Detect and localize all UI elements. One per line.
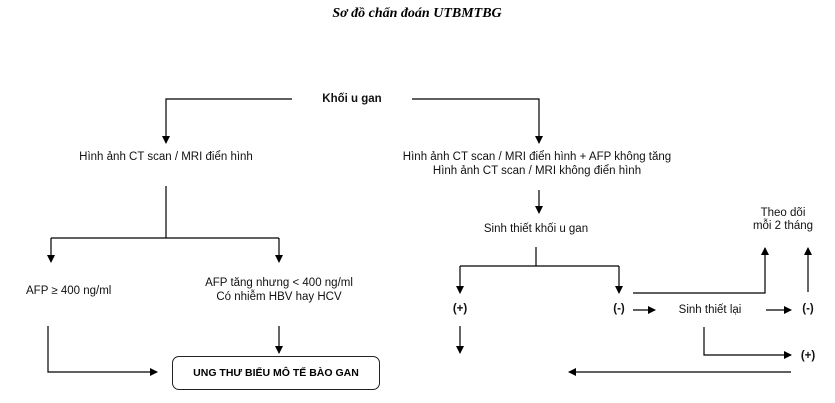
node-rebiopsy: Sinh thiết lại (678, 304, 742, 316)
node-biopsy: Sinh thiết khối u gan (483, 223, 589, 235)
rebiopsy-to-positive-arrow (703, 327, 792, 359)
node-atypical-imaging-line1: Hình ảnh CT scan / MRI điển hình + AFP k… (402, 151, 672, 163)
biopsy-split-line (460, 247, 619, 267)
result-label: UNG THƯ BIỂU MÔ TẾ BÀO GAN (193, 367, 359, 379)
node-liver-mass: Khối u gan (322, 93, 382, 105)
node-followup-line2: mỗi 2 tháng (752, 220, 814, 232)
node-rebiopsy-negative: (-) (802, 303, 814, 315)
afp-high-to-result-arrow (47, 326, 158, 376)
node-rebiopsy-positive: (+) (800, 350, 816, 362)
node-afp-high: AFP ≥ 400 ng/ml (26, 285, 112, 297)
diagram-title: Sơ đồ chẩn đoán UTBMTBG (332, 6, 502, 21)
root-to-typical-arrow (162, 98, 292, 144)
node-afp-moderate-line1: AFP tăng nhưng < 400 ng/ml (205, 277, 353, 289)
root-to-atypical-arrow (412, 98, 543, 144)
node-biopsy-positive: (+) (452, 303, 468, 315)
node-biopsy-negative: (-) (613, 303, 625, 315)
typical-split-line (51, 186, 279, 239)
node-atypical-imaging-line2: Hình ảnh CT scan / MRI không điển hình (432, 165, 642, 177)
node-followup-line1: Theo dõi (760, 207, 806, 219)
node-typical-imaging: Hình ảnh CT scan / MRI điển hình (79, 151, 253, 163)
negative-to-followup-arrow (633, 247, 769, 294)
node-afp-moderate-line2: Có nhiễm HBV hay HCV (216, 291, 342, 303)
result-box-hcc: UNG THƯ BIỂU MÔ TẾ BÀO GAN (172, 356, 380, 390)
